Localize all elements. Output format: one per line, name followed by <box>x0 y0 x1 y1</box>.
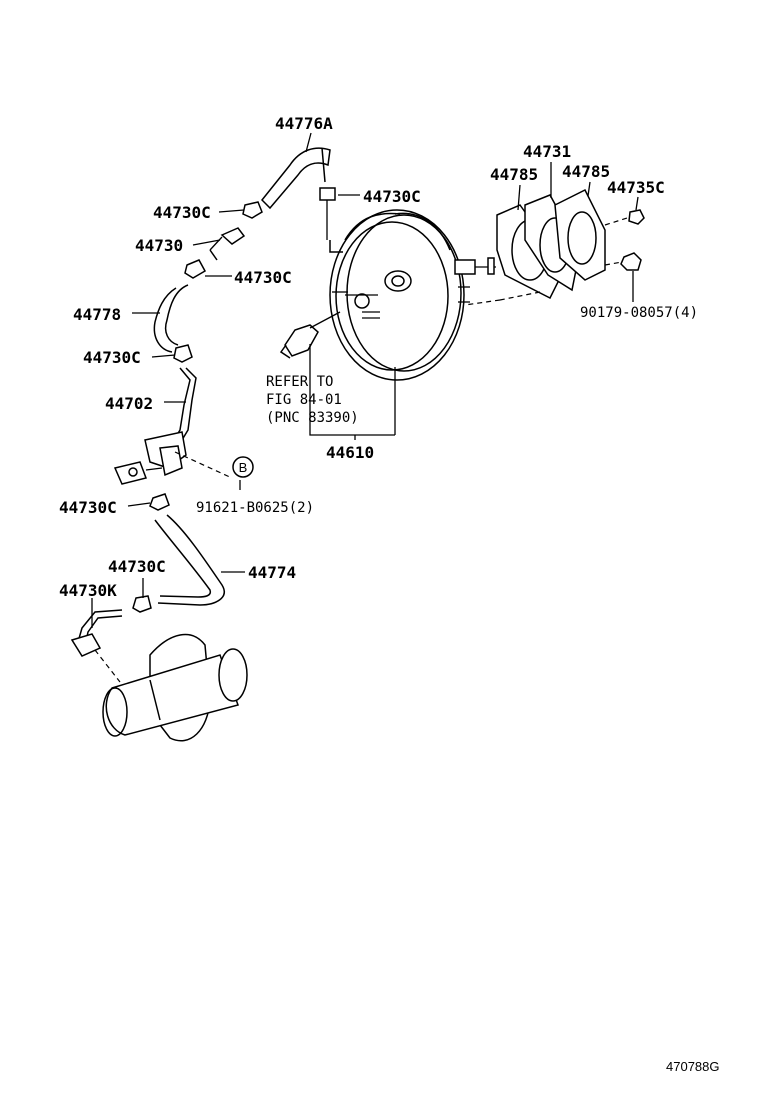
brake-booster-44610 <box>319 187 496 381</box>
label-44610: 44610 <box>326 443 374 462</box>
label-90179: 90179-08057(4) <box>580 305 698 321</box>
intake-manifold-fitting <box>102 633 248 742</box>
gasket-44785-rear <box>554 188 606 281</box>
label-44785-b: 44785 <box>562 162 610 181</box>
refer-line-2: FIG 84-01 <box>266 392 342 408</box>
hose-44774 <box>154 514 225 606</box>
label-44730C-e: 44730C <box>59 498 117 517</box>
callout-b-label: B <box>239 460 248 475</box>
nut-44735C <box>628 209 645 225</box>
label-44778: 44778 <box>73 305 121 324</box>
label-91621: 91621-B0625(2) <box>196 500 314 516</box>
check-valve-44730 <box>209 227 246 261</box>
elbow-44730K <box>70 609 123 657</box>
label-44730C-f: 44730C <box>108 557 166 576</box>
hose-44776A <box>260 147 331 210</box>
label-44702: 44702 <box>105 394 153 413</box>
clip-44730C-f <box>132 595 152 613</box>
label-44730C-c: 44730C <box>234 268 292 287</box>
clip-44730C-c <box>184 259 207 279</box>
nut-90179 <box>620 252 642 271</box>
label-44735C: 44735C <box>607 178 665 197</box>
vacuum-line-44702 <box>173 367 197 441</box>
stop-lamp-switch <box>279 311 341 359</box>
label-44730C-b: 44730C <box>153 203 211 222</box>
refer-line-1: REFER TO <box>266 374 333 390</box>
label-44785-a: 44785 <box>490 165 538 184</box>
label-44730K: 44730K <box>59 581 117 600</box>
hose-44778 <box>153 284 189 353</box>
label-44774: 44774 <box>248 563 296 582</box>
callout-b: B <box>232 456 254 478</box>
label-44776A: 44776A <box>275 114 333 133</box>
clip-44730C-d <box>173 344 193 363</box>
label-44730: 44730 <box>135 236 183 255</box>
refer-line-3: (PNC 83390) <box>266 410 359 426</box>
clip-44730C-a <box>242 201 263 219</box>
union-fitting <box>113 431 187 485</box>
label-44731: 44731 <box>523 142 571 161</box>
clip-44730C-e <box>149 493 170 511</box>
image-code: 470788G <box>666 1059 720 1074</box>
label-44730C-d: 44730C <box>83 348 141 367</box>
label-44730C-a: 44730C <box>363 187 421 206</box>
